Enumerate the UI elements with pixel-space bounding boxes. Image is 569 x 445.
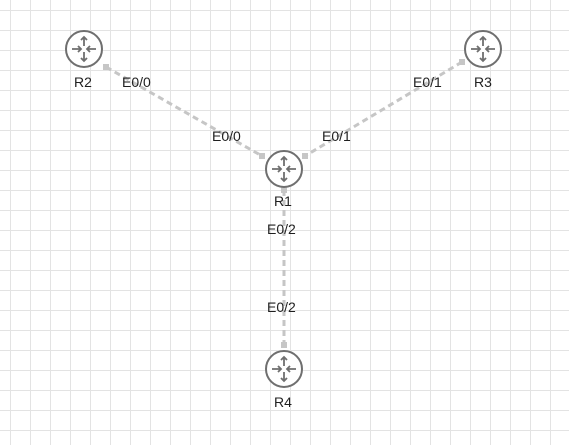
port-label-r1-e0-0: E0/0 — [212, 128, 241, 144]
router-icon — [265, 150, 303, 188]
port-marker-r4-e0-2 — [281, 342, 287, 348]
port-marker-r3-e0-1 — [459, 59, 465, 65]
link-r3-r1[interactable] — [304, 60, 463, 158]
node-label-r2: R2 — [74, 74, 92, 90]
node-label-r4: R4 — [274, 394, 292, 410]
port-label-r2-e0-0: E0/0 — [122, 74, 151, 90]
router-r4[interactable] — [265, 350, 303, 388]
node-label-r1: R1 — [274, 193, 292, 209]
port-label-r3-e0-1: E0/1 — [413, 74, 442, 90]
port-marker-r1-e0-1 — [302, 153, 308, 159]
port-marker-r2-e0-0 — [103, 64, 109, 70]
router-r2[interactable] — [65, 30, 103, 68]
link-r2-r1[interactable] — [105, 65, 263, 158]
node-label-r3: R3 — [474, 74, 492, 90]
router-icon — [464, 30, 502, 68]
router-icon — [65, 30, 103, 68]
router-icon — [265, 350, 303, 388]
port-label-r4-e0-2: E0/2 — [267, 299, 296, 315]
port-marker-r1-e0-0 — [259, 153, 265, 159]
port-label-r1-e0-2: E0/2 — [267, 221, 296, 237]
port-label-r1-e0-1: E0/1 — [322, 128, 351, 144]
port-marker-r1-e0-2 — [281, 187, 287, 193]
router-r3[interactable] — [464, 30, 502, 68]
router-r1[interactable] — [265, 150, 303, 188]
